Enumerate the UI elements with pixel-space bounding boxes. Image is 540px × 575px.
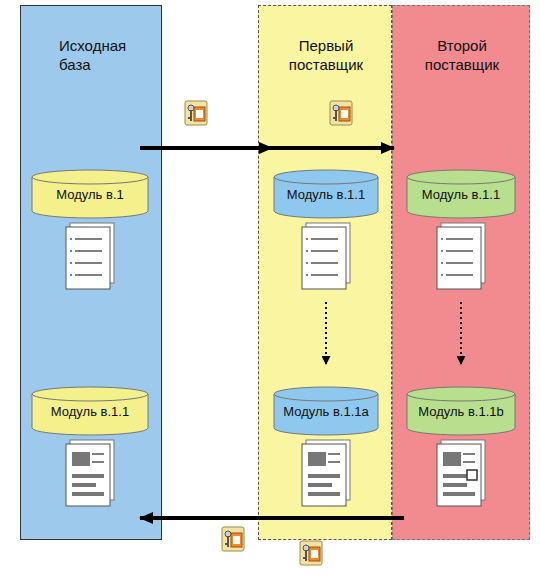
revision-arrow xyxy=(325,302,327,364)
package-icon xyxy=(222,527,244,551)
band-heading: Первый поставщик xyxy=(276,36,376,74)
module-label: Модуль в.1 xyxy=(31,177,149,211)
module-label: Модуль в.1.1 xyxy=(273,177,379,211)
module-database: Модуль в.1.1 xyxy=(406,169,516,294)
transfer-arrow xyxy=(258,146,394,150)
module-database: Модуль в.1.1 xyxy=(273,169,379,294)
module-label: Модуль в.1.1 xyxy=(31,394,149,428)
band-heading: Исходная база xyxy=(59,36,143,74)
package-icon xyxy=(300,541,322,565)
revision-arrow xyxy=(460,302,462,364)
module-database: Модуль в.1.1b xyxy=(406,386,516,511)
module-database: Модуль в.1.1a xyxy=(273,386,379,511)
organization-band: Исходная базаМодуль в.1Модуль в.1.1 xyxy=(20,5,162,540)
transfer-arrow xyxy=(140,516,404,520)
module-database: Модуль в.1 xyxy=(31,169,149,294)
package-icon xyxy=(330,101,352,125)
module-label: Модуль в.1.1 xyxy=(406,177,516,211)
band-heading: Второй поставщик xyxy=(412,36,512,74)
organization-band: Второй поставщикМодуль в.1.1Модуль в.1.1… xyxy=(392,5,530,540)
module-label: Модуль в.1.1b xyxy=(406,394,516,428)
package-icon xyxy=(185,101,207,125)
transfer-arrow xyxy=(140,146,272,150)
module-database: Модуль в.1.1 xyxy=(31,386,149,511)
organization-band: Первый поставщикМодуль в.1.1Модуль в.1.1… xyxy=(258,5,392,540)
module-label: Модуль в.1.1a xyxy=(273,394,379,428)
